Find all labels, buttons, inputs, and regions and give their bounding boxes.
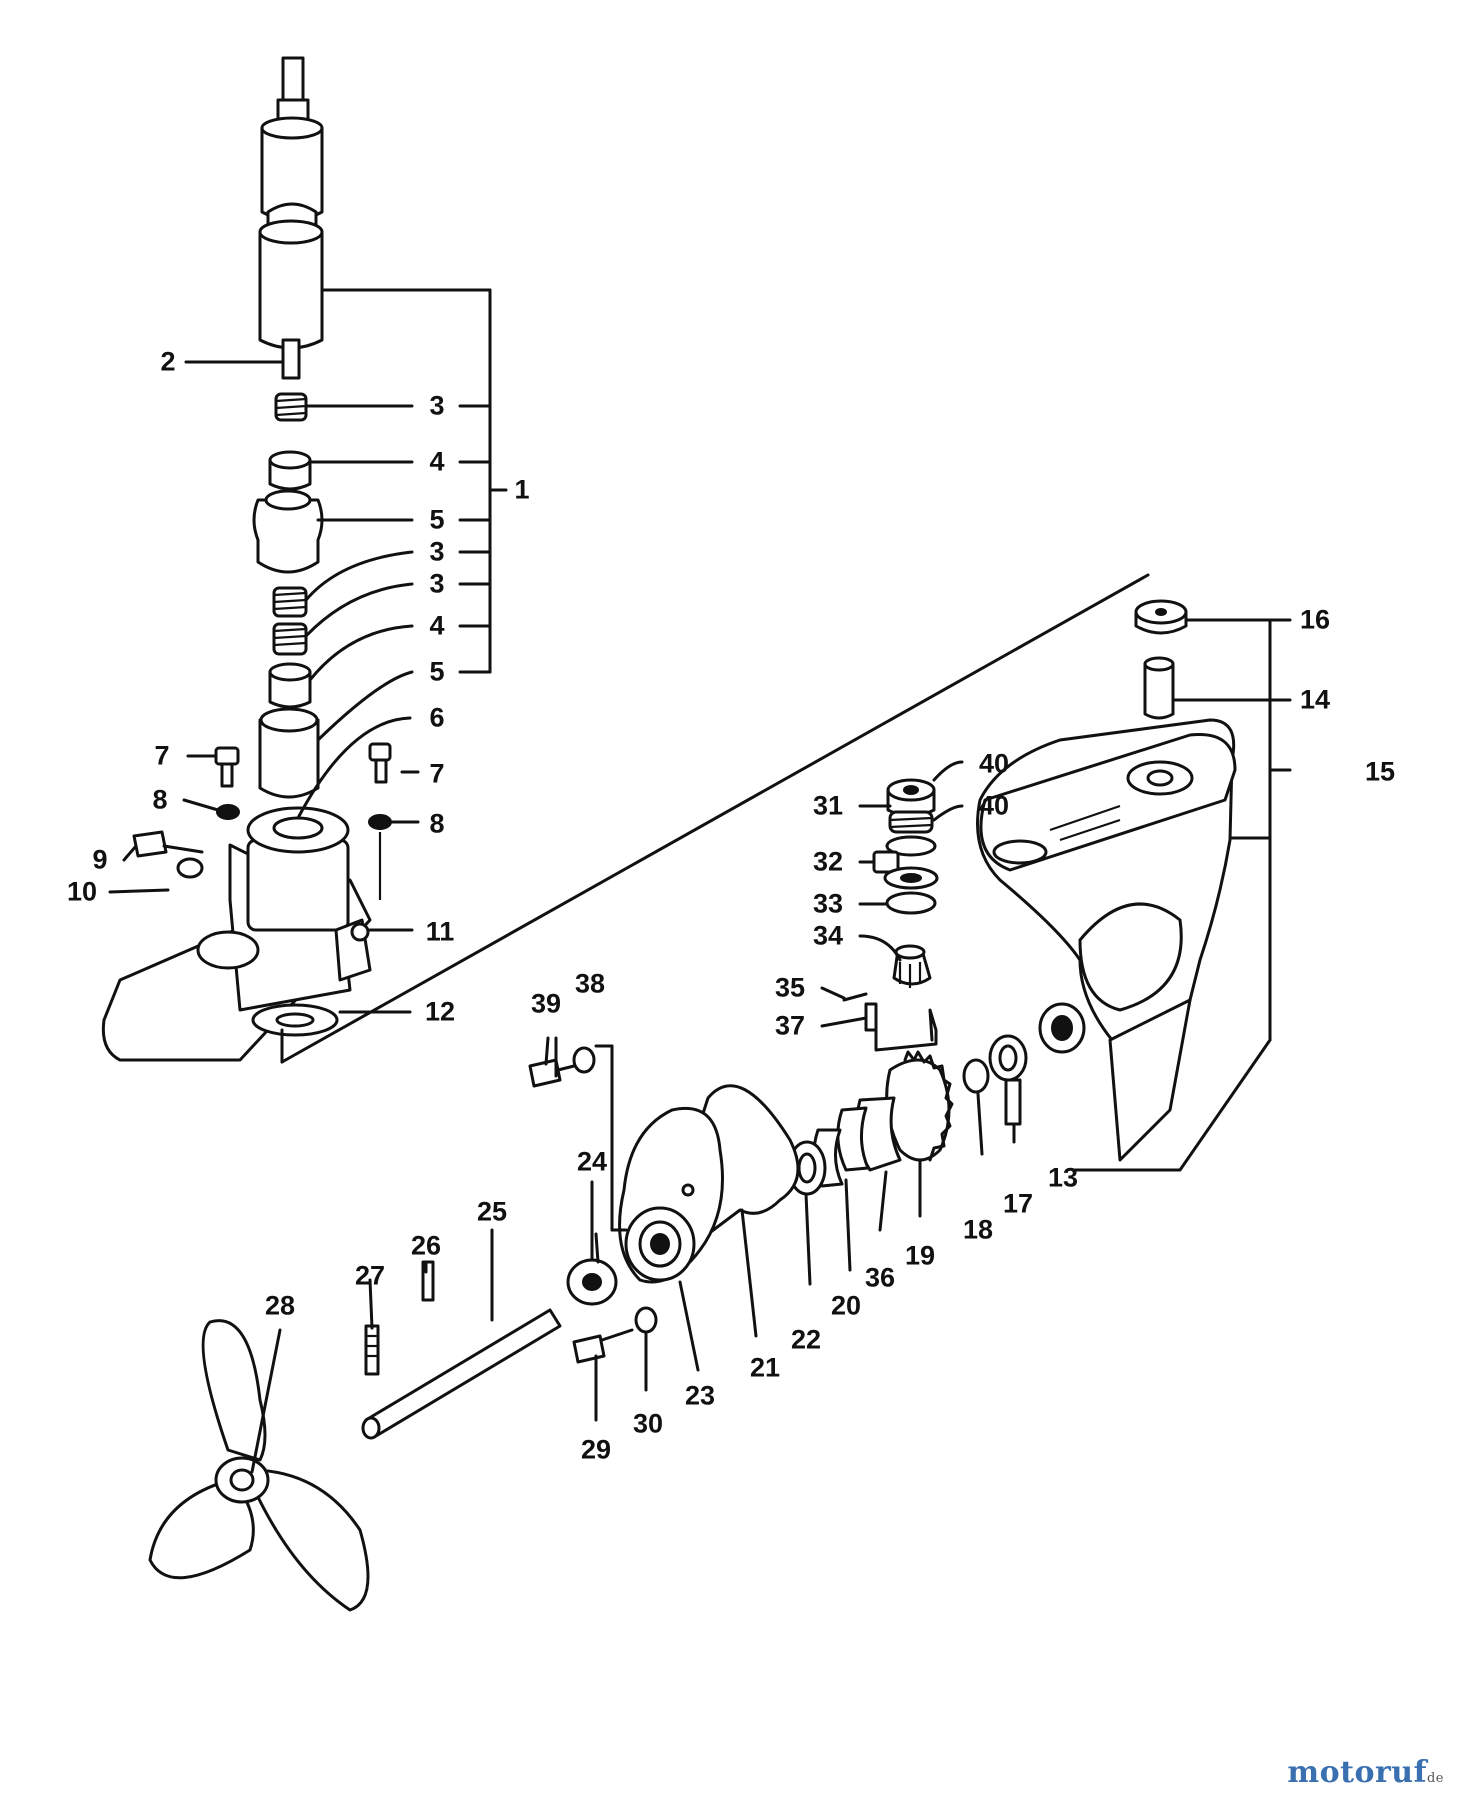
leader-lines xyxy=(108,288,1292,1474)
callout-5: 5 xyxy=(429,504,445,535)
propeller-shaft xyxy=(361,1260,562,1440)
drive-shaft-assembly xyxy=(258,56,324,380)
lower-screw xyxy=(572,1306,658,1364)
spring-upper xyxy=(274,392,308,422)
spring-lower xyxy=(272,622,308,656)
callout-2: 2 xyxy=(160,346,176,377)
callout-36: 36 xyxy=(864,1262,896,1293)
callout-13: 13 xyxy=(1047,1162,1079,1193)
housing-top-parts xyxy=(1134,599,1188,720)
callout-18: 18 xyxy=(962,1214,994,1245)
callout-33: 33 xyxy=(812,888,844,919)
callout-7: 7 xyxy=(154,740,170,771)
callout-39: 39 xyxy=(530,988,562,1019)
callout-5: 5 xyxy=(429,656,445,687)
callout-37: 37 xyxy=(774,1010,806,1041)
callout-23: 23 xyxy=(684,1380,716,1411)
gear-housing xyxy=(976,718,1237,1162)
gear-cover xyxy=(566,1084,800,1306)
callout-10: 10 xyxy=(66,876,98,907)
callout-24: 24 xyxy=(576,1146,608,1177)
callout-25: 25 xyxy=(476,1196,508,1227)
callout-22: 22 xyxy=(790,1324,822,1355)
callout-40: 40 xyxy=(978,748,1010,779)
callout-35: 35 xyxy=(774,972,806,1003)
callout-30: 30 xyxy=(632,1408,664,1439)
watermark-logo: motorufde xyxy=(1287,1755,1444,1790)
callout-12: 12 xyxy=(424,996,456,1027)
callout-4: 4 xyxy=(429,610,445,641)
gear-train xyxy=(787,1002,1086,1196)
callout-29: 29 xyxy=(580,1434,612,1465)
callout-7: 7 xyxy=(429,758,445,789)
callout-40: 40 xyxy=(978,790,1010,821)
shaft-stub xyxy=(281,338,301,380)
pinion-stack xyxy=(872,778,939,988)
callout-34: 34 xyxy=(812,920,844,951)
pin-37 xyxy=(864,1002,878,1032)
watermark-text: motoruf xyxy=(1287,1755,1427,1790)
spring-bushing-stack xyxy=(252,392,324,799)
callout-11: 11 xyxy=(425,916,455,947)
propeller xyxy=(148,1319,370,1612)
watermark-suffix: de xyxy=(1426,1771,1444,1786)
fasteners-left xyxy=(132,742,392,1037)
spring-middle xyxy=(272,586,308,618)
callout-9: 9 xyxy=(92,844,108,875)
callout-21: 21 xyxy=(749,1352,781,1383)
callout-15: 15 xyxy=(1364,756,1396,787)
callout-27: 27 xyxy=(354,1260,386,1291)
callout-8: 8 xyxy=(429,808,445,839)
callout-19: 19 xyxy=(904,1240,936,1271)
callout-16: 16 xyxy=(1299,604,1331,635)
callout-32: 32 xyxy=(812,846,844,877)
clamp-bracket xyxy=(101,806,382,1062)
callout-3: 3 xyxy=(429,390,445,421)
callout-1: 1 xyxy=(514,474,530,505)
callout-17: 17 xyxy=(1002,1188,1034,1219)
callout-4: 4 xyxy=(429,446,445,477)
cover-screw xyxy=(528,1046,596,1088)
callout-8: 8 xyxy=(152,784,168,815)
lower-tube xyxy=(258,230,324,350)
callout-31: 31 xyxy=(812,790,844,821)
callout-3: 3 xyxy=(429,568,445,599)
callout-26: 26 xyxy=(410,1230,442,1261)
callout-38: 38 xyxy=(574,968,606,999)
callout-14: 14 xyxy=(1299,684,1331,715)
callout-6: 6 xyxy=(429,702,445,733)
callout-28: 28 xyxy=(264,1290,296,1321)
pin-35 xyxy=(842,992,868,1002)
callout-20: 20 xyxy=(830,1290,862,1321)
callout-3: 3 xyxy=(429,536,445,567)
